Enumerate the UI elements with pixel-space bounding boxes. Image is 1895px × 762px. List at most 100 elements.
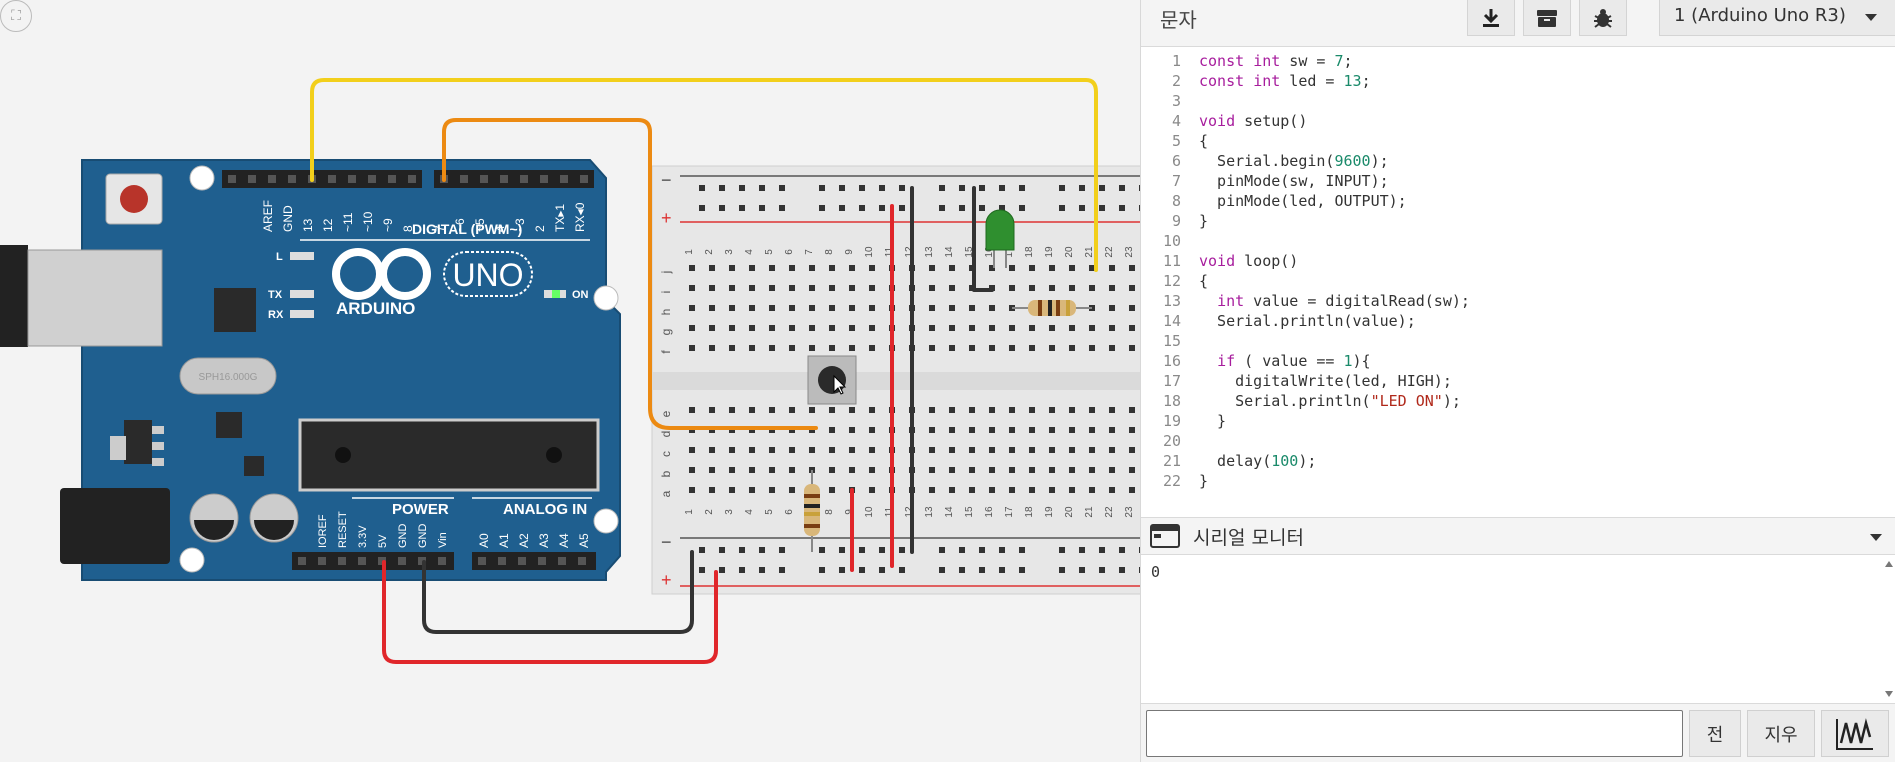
hole[interactable] xyxy=(999,185,1005,191)
hole[interactable] xyxy=(829,325,835,331)
hole[interactable] xyxy=(759,205,765,211)
header-pin[interactable] xyxy=(418,557,426,565)
header-pin[interactable] xyxy=(578,557,586,565)
hole[interactable] xyxy=(689,305,695,311)
wire-black-led[interactable] xyxy=(972,186,994,292)
header-pin[interactable] xyxy=(378,557,386,565)
hole[interactable] xyxy=(1069,467,1075,473)
hole[interactable] xyxy=(1069,285,1075,291)
header-pin[interactable] xyxy=(558,557,566,565)
hole[interactable] xyxy=(689,407,695,413)
hole[interactable] xyxy=(999,567,1005,573)
wire-orange-pin7[interactable] xyxy=(442,118,818,430)
hole[interactable] xyxy=(849,345,855,351)
hole[interactable] xyxy=(989,265,995,271)
hole[interactable] xyxy=(959,567,965,573)
code-line[interactable]: 22} xyxy=(1141,471,1895,491)
hole[interactable] xyxy=(789,467,795,473)
hole[interactable] xyxy=(959,185,965,191)
hole[interactable] xyxy=(869,467,875,473)
header-pin[interactable] xyxy=(460,175,468,183)
hole[interactable] xyxy=(929,427,935,433)
hole[interactable] xyxy=(869,427,875,433)
hole[interactable] xyxy=(1069,487,1075,493)
header-pin[interactable] xyxy=(398,557,406,565)
serial-monitor-header[interactable]: 시리얼 모니터 xyxy=(1141,517,1895,555)
hole[interactable] xyxy=(769,305,775,311)
hole[interactable] xyxy=(929,285,935,291)
hole[interactable] xyxy=(1029,265,1035,271)
hole[interactable] xyxy=(709,467,715,473)
hole[interactable] xyxy=(1129,265,1135,271)
hole[interactable] xyxy=(1019,567,1025,573)
hole[interactable] xyxy=(1029,447,1035,453)
hole[interactable] xyxy=(1109,305,1115,311)
hole[interactable] xyxy=(849,427,855,433)
header-pin[interactable] xyxy=(540,175,548,183)
code-line[interactable]: 15 xyxy=(1141,331,1895,351)
serial-input[interactable] xyxy=(1146,710,1683,757)
hole[interactable] xyxy=(819,205,825,211)
hole[interactable] xyxy=(699,205,705,211)
hole[interactable] xyxy=(789,447,795,453)
hole[interactable] xyxy=(839,205,845,211)
hole[interactable] xyxy=(849,407,855,413)
hole[interactable] xyxy=(1049,407,1055,413)
hole[interactable] xyxy=(809,265,815,271)
hole[interactable] xyxy=(849,305,855,311)
hole[interactable] xyxy=(879,547,885,553)
hole[interactable] xyxy=(989,305,995,311)
hole[interactable] xyxy=(719,547,725,553)
hole[interactable] xyxy=(949,265,955,271)
hole[interactable] xyxy=(869,345,875,351)
scroll-up-icon[interactable] xyxy=(1885,561,1893,567)
hole[interactable] xyxy=(829,305,835,311)
hole[interactable] xyxy=(729,487,735,493)
usb-port[interactable] xyxy=(27,249,163,347)
hole[interactable] xyxy=(689,467,695,473)
code-line[interactable]: 13 int value = digitalRead(sw); xyxy=(1141,291,1895,311)
hole[interactable] xyxy=(849,265,855,271)
hole[interactable] xyxy=(1009,407,1015,413)
hole[interactable] xyxy=(749,407,755,413)
hole[interactable] xyxy=(1109,467,1115,473)
hole[interactable] xyxy=(709,447,715,453)
hole[interactable] xyxy=(949,467,955,473)
hole[interactable] xyxy=(1089,427,1095,433)
hole[interactable] xyxy=(869,407,875,413)
hole[interactable] xyxy=(929,305,935,311)
hole[interactable] xyxy=(1109,447,1115,453)
header-pin[interactable] xyxy=(408,175,416,183)
hole[interactable] xyxy=(1139,185,1140,191)
hole[interactable] xyxy=(1009,265,1015,271)
hole[interactable] xyxy=(819,567,825,573)
hole[interactable] xyxy=(1029,407,1035,413)
hole[interactable] xyxy=(1029,345,1035,351)
hole[interactable] xyxy=(719,205,725,211)
code-line[interactable]: 18 Serial.println("LED ON"); xyxy=(1141,391,1895,411)
hole[interactable] xyxy=(1029,325,1035,331)
hole[interactable] xyxy=(709,305,715,311)
header-pin[interactable] xyxy=(368,175,376,183)
device-select[interactable]: 1 (Arduino Uno R3) xyxy=(1659,0,1895,36)
hole[interactable] xyxy=(1079,205,1085,211)
hole[interactable] xyxy=(1009,345,1015,351)
hole[interactable] xyxy=(1009,447,1015,453)
hole[interactable] xyxy=(1019,185,1025,191)
hole[interactable] xyxy=(729,285,735,291)
hole[interactable] xyxy=(739,205,745,211)
hole[interactable] xyxy=(789,487,795,493)
code-line[interactable]: 7 pinMode(sw, INPUT); xyxy=(1141,171,1895,191)
hole[interactable] xyxy=(1049,487,1055,493)
hole[interactable] xyxy=(989,487,995,493)
hole[interactable] xyxy=(939,185,945,191)
hole[interactable] xyxy=(1129,325,1135,331)
reset-button-cap[interactable] xyxy=(120,185,148,213)
hole[interactable] xyxy=(809,447,815,453)
wire-black-gnd[interactable] xyxy=(422,550,694,634)
